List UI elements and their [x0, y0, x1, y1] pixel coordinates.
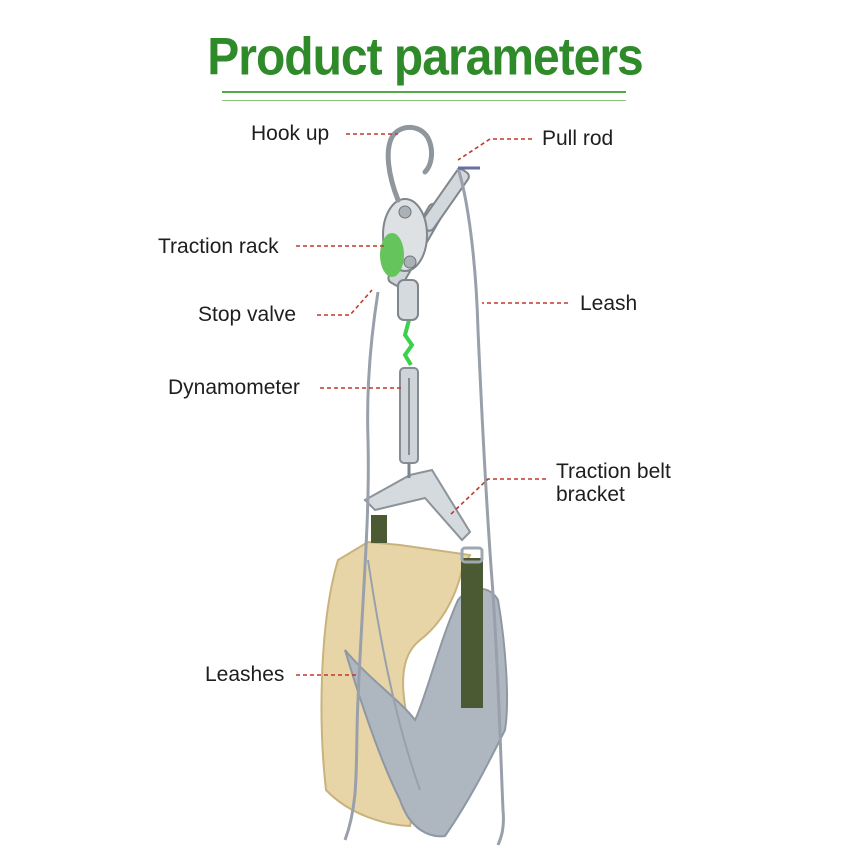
strap-right-top — [460, 546, 484, 564]
leash-left-cord — [343, 291, 380, 841]
label-hook-up: Hook up — [251, 122, 330, 145]
strap-right — [461, 558, 483, 708]
leader-stop-valve — [317, 289, 373, 316]
title-underline-thin — [222, 100, 626, 101]
label-pull-rod: Pull rod — [542, 127, 614, 150]
pull-rod-lever — [420, 168, 470, 232]
leash-middle-cord — [367, 559, 421, 791]
leader-pull-rod — [457, 138, 532, 161]
leash-right-cord — [456, 167, 505, 846]
label-traction-belt-bracket-line2: bracket — [556, 483, 625, 506]
label-leashes: Leashes — [205, 663, 285, 686]
label-dynamometer: Dynamometer — [168, 376, 300, 399]
page-title: Product parameters — [207, 28, 644, 87]
green-cord — [402, 319, 415, 367]
neck-belt-inner — [320, 540, 472, 828]
leader-traction-belt-bracket — [449, 478, 546, 516]
strap-left — [371, 515, 387, 543]
belt-bracket — [363, 468, 472, 542]
label-leash: Leash — [580, 292, 638, 315]
hook — [385, 124, 435, 203]
title-underline — [222, 91, 626, 93]
label-traction-rack: Traction rack — [158, 235, 279, 258]
label-traction-belt-bracket-line1: Traction belt — [556, 460, 671, 483]
label-stop-valve: Stop valve — [198, 303, 297, 326]
